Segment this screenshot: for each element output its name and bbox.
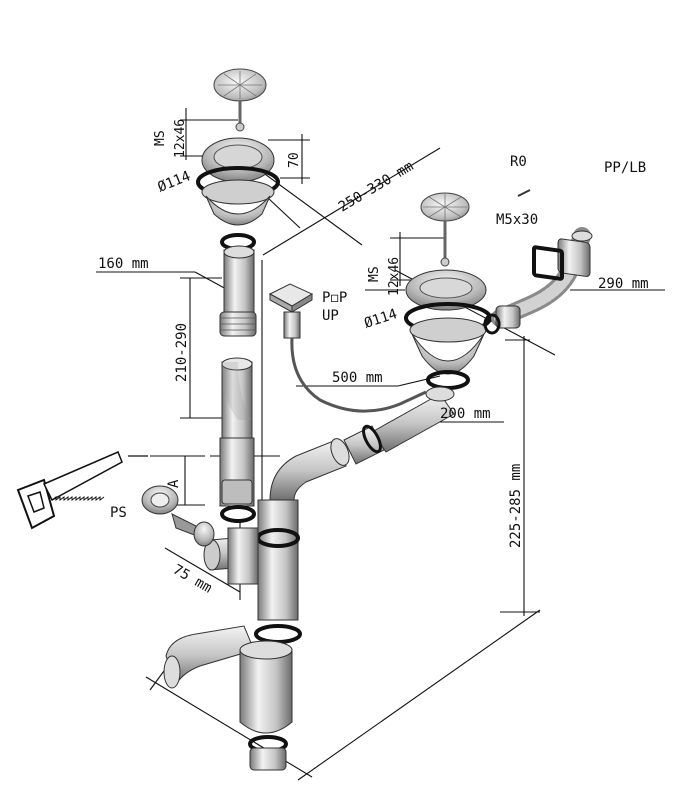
right-strainer-assembly — [343, 189, 593, 465]
label-dim-500: 500 mm — [332, 370, 383, 386]
angled-inlet-pipe — [269, 438, 350, 501]
label-dim-a: A — [166, 479, 182, 488]
left-strainer-body — [196, 137, 280, 251]
label-size-right: 12x46 — [387, 257, 402, 296]
label-range-210-290: 210-290 — [174, 323, 190, 382]
left-basket-plug — [213, 68, 267, 132]
left-strainer-assembly — [196, 68, 280, 523]
dimension-lines — [96, 108, 665, 781]
label-range-225-285: 225-285 mm — [508, 464, 524, 548]
label-pop: P◻P — [322, 290, 347, 306]
label-ms-left: MS — [153, 130, 168, 146]
left-lower-pipe — [219, 357, 256, 523]
overflow-plate — [517, 189, 591, 281]
pop-up-control — [268, 283, 427, 413]
label-ps: PS — [110, 505, 127, 521]
label-up: UP — [322, 308, 339, 324]
label-dia-left: Ø114 — [156, 168, 193, 195]
label-range-250-330: 250-330 mm — [336, 158, 416, 215]
label-dim-160: 160 mm — [98, 256, 149, 272]
left-upper-pipe — [219, 245, 257, 337]
label-dim-200: 200 mm — [440, 406, 491, 422]
label-dim-290: 290 mm — [598, 276, 649, 292]
right-horizontal-pipe — [343, 386, 455, 465]
central-trap — [141, 362, 350, 771]
label-pp-lb: PP/LB — [604, 160, 646, 176]
label-size-left: 12x46 — [173, 119, 188, 158]
label-m5x30: M5x30 — [496, 212, 538, 228]
label-ms-right: MS — [367, 266, 382, 282]
upper-elbow — [222, 362, 252, 420]
right-basket-plug — [420, 192, 470, 267]
right-strainer-body — [404, 269, 492, 390]
saw-icon — [16, 451, 148, 530]
label-r0: R0 — [510, 154, 527, 170]
ps-connector — [141, 485, 215, 547]
label-dia-right: Ø114 — [362, 306, 399, 332]
label-dim-70: 70 — [287, 152, 302, 168]
